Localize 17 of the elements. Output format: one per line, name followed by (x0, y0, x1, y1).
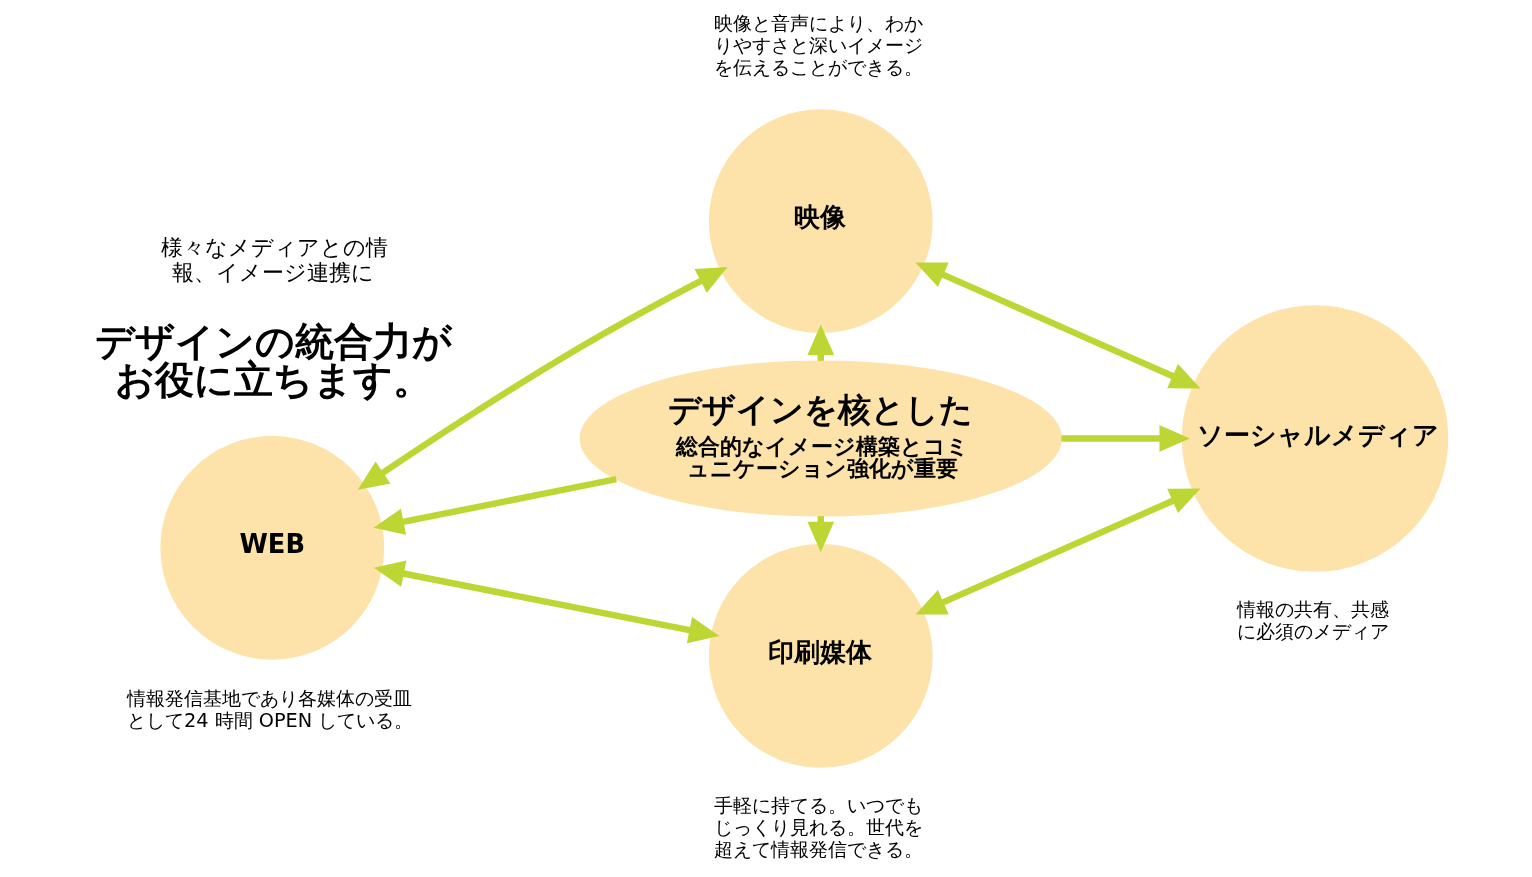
node-circle: ソーシャルメディア (1181, 305, 1448, 572)
node-circle: WEB (159, 435, 384, 660)
node-circle: 映像 (708, 109, 933, 334)
arrow (357, 266, 728, 490)
arrow (914, 488, 1201, 615)
arrow (1060, 425, 1190, 452)
node-ellipse: デザインを核とした 総合的なイメージ構築とコミュニケーション強化が重要 (579, 360, 1062, 517)
node-label: 手軽に持てる。いつでもじっくり見れる。世代を超えて情報発信できる。 (713, 794, 923, 861)
label: 様々なメディアとの情報、イメージ連携に (160, 235, 388, 285)
node-label: 映像と音声により、わかりやすさと深いイメージを伝えることができる。 (713, 12, 923, 79)
node-label: 情報発信基地であり各媒体の受皿として24 時間 OPEN している。 (126, 686, 413, 732)
arrow (373, 560, 719, 644)
label: デザインの統合力がお役に立ちます。 (94, 318, 452, 403)
node-label: 情報の共有、共感に必須のメディア (1236, 597, 1389, 643)
node-circle: 印刷媒体 (708, 543, 933, 768)
arrow (914, 262, 1201, 389)
arrow (373, 476, 617, 535)
